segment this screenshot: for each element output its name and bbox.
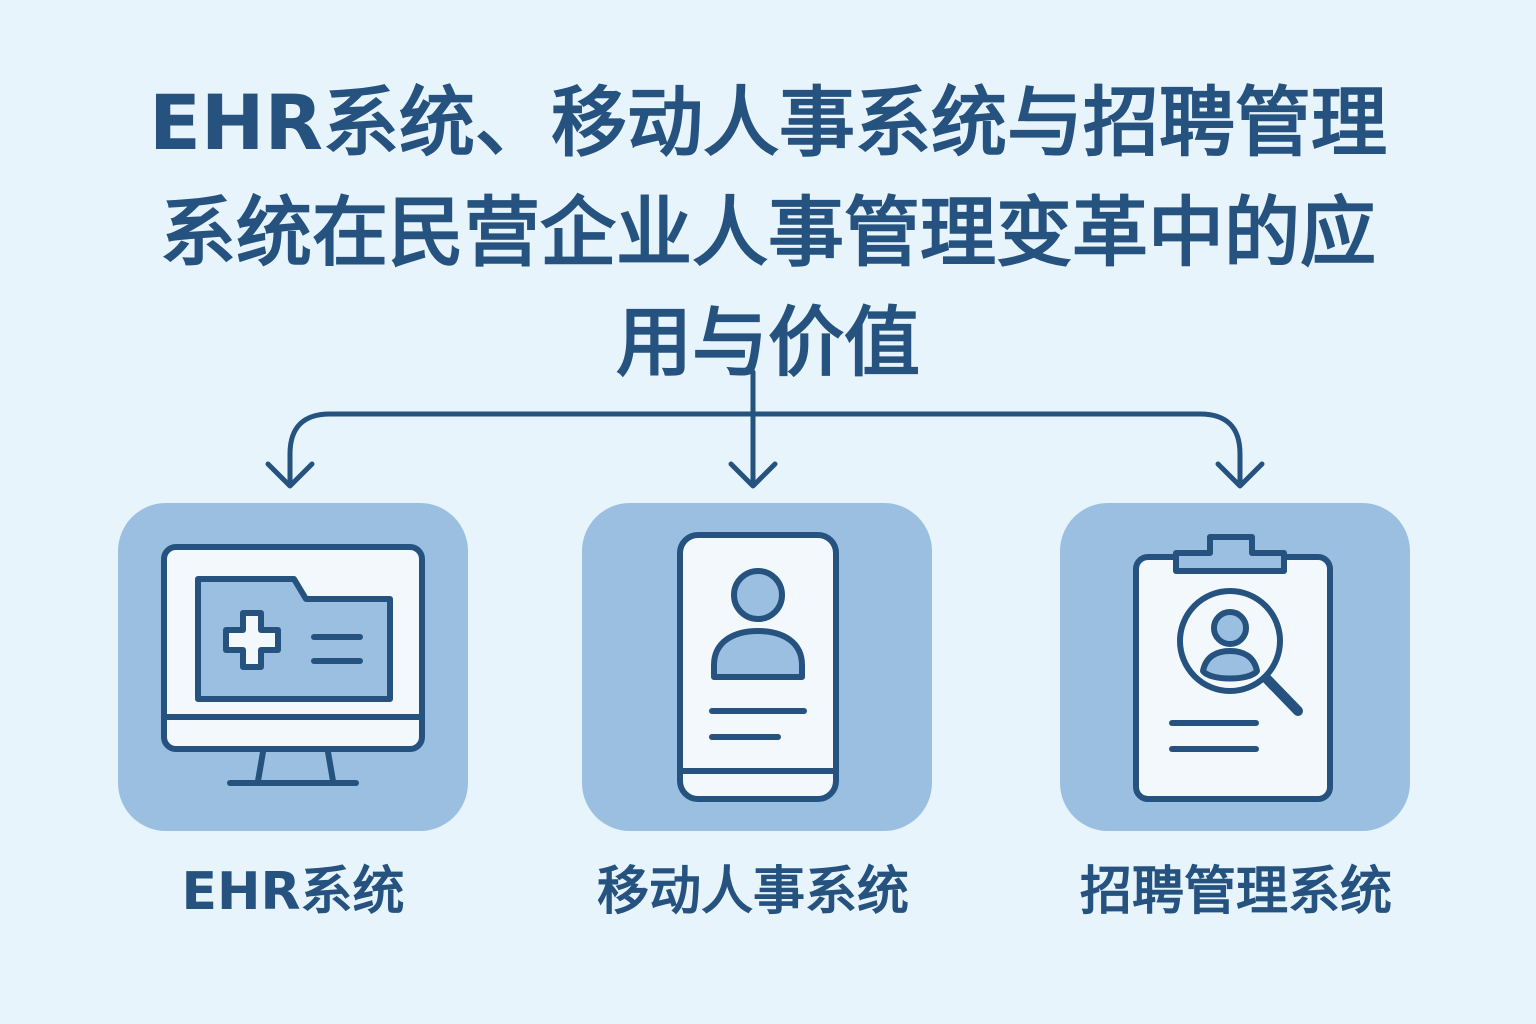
connector-branch-left [287,411,756,488]
arrowhead-left [265,461,315,489]
card-ehr-system [118,503,468,831]
title-line-1: EHR系统、移动人事系统与招聘管理 [148,78,1388,167]
card-mobile-hr-system [582,503,932,831]
diagram-title: EHR系统、移动人事系统与招聘管理 系统在民营企业人事管理变革中的应 用与价值 [80,68,1456,398]
computer-medical-folder-icon [161,544,425,786]
node-label-mobile-hr: 移动人事系统 [596,862,909,922]
node-label-recruitment: 招聘管理系统 [1079,862,1392,922]
connector-branch-right [750,411,1243,488]
mobile-profile-icon [677,532,839,802]
card-recruitment-system [1060,503,1410,831]
arrowhead-right [1215,461,1265,489]
arrowhead-middle [728,461,778,489]
node-label-ehr: EHR系统 [181,862,405,922]
title-line-2: 系统在民营企业人事管理变革中的应 [160,188,1376,277]
clipboard-search-user-icon [1133,534,1333,802]
title-line-3: 用与价值 [616,298,920,387]
